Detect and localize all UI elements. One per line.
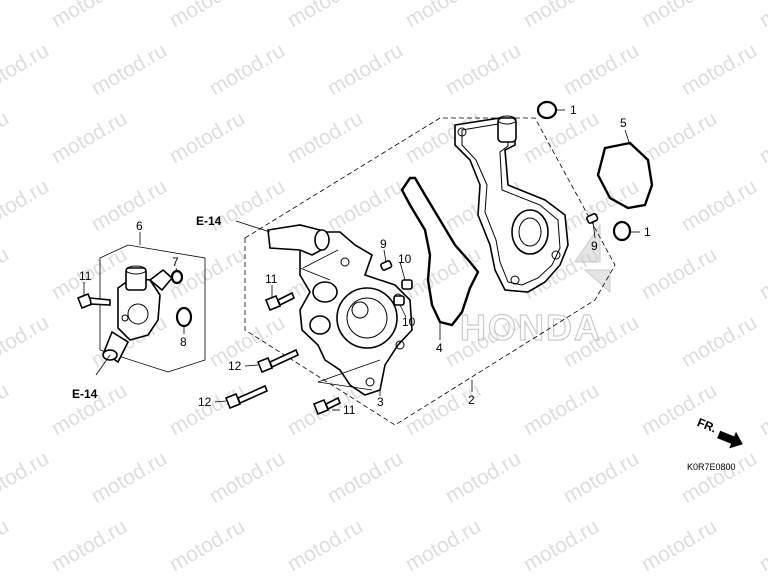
ref-e14-bottom: E-14 <box>72 387 98 401</box>
subassembly-6-boundary <box>99 244 206 373</box>
ref-e14-top: E-14 <box>196 214 222 228</box>
callout-9-right: 9 <box>591 239 598 253</box>
thermostat-housing-6 <box>102 265 174 364</box>
callout-11-mid: 11 <box>265 272 278 286</box>
dowel-pin-10-lower <box>393 295 405 306</box>
dowel-pin-9-left <box>380 260 393 271</box>
o-ring-1-right <box>612 220 632 242</box>
o-ring-8 <box>175 306 193 328</box>
gasket-5 <box>596 141 654 210</box>
o-ring-1-top <box>536 100 558 120</box>
callout-8: 8 <box>180 335 187 349</box>
front-label: FR. <box>695 415 718 435</box>
dowel-pin-9-right <box>586 213 599 224</box>
bolt-11-bottom <box>312 396 342 416</box>
callout-4: 4 <box>436 341 443 355</box>
callout-7: 7 <box>172 255 179 269</box>
callout-3: 3 <box>377 395 384 409</box>
callout-11-left: 11 <box>79 269 92 283</box>
gasket-4 <box>400 176 480 327</box>
bolt-11-mid <box>264 291 296 312</box>
callout-9-left: 9 <box>380 237 387 251</box>
bolt-12-lower <box>224 384 269 410</box>
callout-11-bottom: 11 <box>343 403 356 417</box>
callout-12-upper: 12 <box>228 359 242 373</box>
callout-10-lower: 10 <box>402 315 416 329</box>
callout-6: 6 <box>136 219 143 233</box>
callout-10-upper: 10 <box>398 252 412 266</box>
honda-logo: HONDA <box>459 223 611 349</box>
honda-logo-text: HONDA <box>460 307 602 348</box>
dowel-pin-10-upper <box>401 279 413 290</box>
diagram-code: K0R7E0800 <box>687 462 736 472</box>
callout-1-top: 1 <box>570 103 577 117</box>
callout-5: 5 <box>620 116 627 130</box>
front-direction-indicator: FR. <box>695 415 743 449</box>
callout-12-lower: 12 <box>198 395 212 409</box>
water-pump-cover <box>267 224 413 396</box>
assembly-boundary <box>244 117 616 426</box>
water-pump-housing <box>454 115 569 293</box>
callout-2: 2 <box>468 393 475 407</box>
o-ring-7 <box>170 269 184 285</box>
bolt-11-left <box>76 292 111 310</box>
bolt-12-upper <box>256 348 300 374</box>
front-arrow-icon <box>717 430 743 449</box>
callout-1-right: 1 <box>644 225 651 239</box>
